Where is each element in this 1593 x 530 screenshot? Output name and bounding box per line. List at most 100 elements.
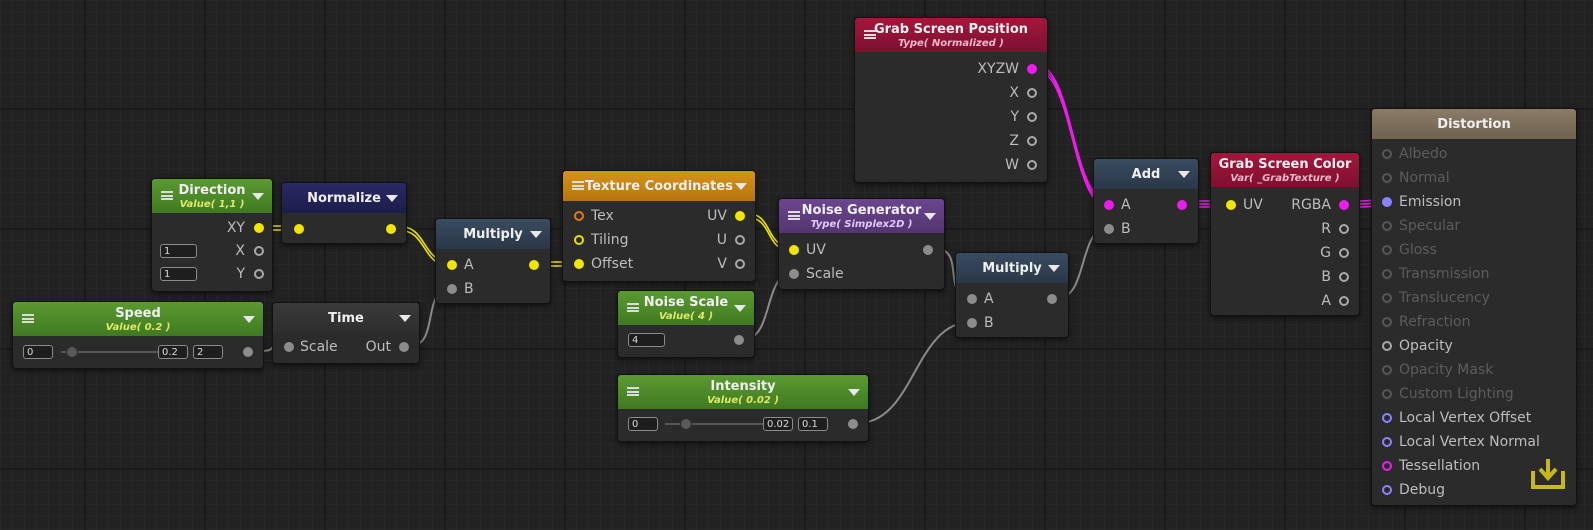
dropdown-icon[interactable] bbox=[848, 389, 860, 396]
input-port-b[interactable] bbox=[967, 318, 977, 328]
output-port[interactable] bbox=[386, 224, 396, 234]
intensity-slider-track[interactable] bbox=[665, 423, 765, 425]
time-header[interactable]: Time bbox=[273, 303, 419, 333]
input-port-offset[interactable] bbox=[574, 259, 584, 269]
add-header[interactable]: Add bbox=[1094, 159, 1198, 189]
output-port[interactable] bbox=[848, 419, 858, 429]
input-port-transmission[interactable] bbox=[1382, 269, 1392, 279]
output-port-x[interactable] bbox=[1027, 88, 1037, 98]
output-port-uv[interactable] bbox=[735, 211, 745, 221]
output-port[interactable] bbox=[243, 347, 253, 357]
noise-generator-node[interactable]: Noise Generator Type( Simplex2D ) UV Sca… bbox=[778, 198, 945, 290]
time-node[interactable]: Time Scale Out bbox=[272, 302, 420, 364]
input-port-local-vertex-normal[interactable] bbox=[1382, 437, 1392, 447]
direction-header[interactable]: Direction Value( 1,1 ) bbox=[152, 179, 272, 213]
menu-icon[interactable] bbox=[161, 191, 173, 200]
input-port-tex[interactable] bbox=[574, 211, 584, 221]
input-port-albedo[interactable] bbox=[1382, 149, 1392, 159]
output-port-z[interactable] bbox=[1027, 136, 1037, 146]
output-port-x[interactable] bbox=[254, 246, 264, 256]
intensity-slider-knob[interactable] bbox=[680, 418, 692, 430]
dropdown-icon[interactable] bbox=[734, 305, 746, 312]
direction-node[interactable]: Direction Value( 1,1 ) XY 1 X 1 Y bbox=[151, 178, 273, 292]
dropdown-icon[interactable] bbox=[924, 213, 936, 220]
multiply-header[interactable]: Multiply bbox=[956, 253, 1068, 283]
output-port-xy[interactable] bbox=[254, 223, 264, 233]
output-port-a[interactable] bbox=[1339, 296, 1349, 306]
slider-min-field[interactable]: 0 bbox=[628, 417, 658, 431]
output-port[interactable] bbox=[1177, 200, 1187, 210]
output-port-b[interactable] bbox=[1339, 272, 1349, 282]
intensity-node[interactable]: Intensity Value( 0.02 ) 0 0.02 0.1 bbox=[617, 374, 869, 442]
speed-slider-knob[interactable] bbox=[66, 346, 78, 358]
input-port-uv[interactable] bbox=[789, 245, 799, 255]
normalize-header[interactable]: Normalize bbox=[282, 183, 406, 213]
noise-generator-header[interactable]: Noise Generator Type( Simplex2D ) bbox=[779, 199, 944, 233]
multiply-node-2[interactable]: Multiply A B bbox=[955, 252, 1069, 338]
menu-icon[interactable] bbox=[22, 314, 34, 323]
normalize-node[interactable]: Normalize bbox=[281, 182, 407, 244]
texture-coordinates-node[interactable]: Texture Coordinates Tex UV Tiling U Offs… bbox=[562, 170, 756, 282]
input-port-uv[interactable] bbox=[1226, 200, 1236, 210]
input-port-gloss[interactable] bbox=[1382, 245, 1392, 255]
y-value-field[interactable]: 1 bbox=[160, 267, 197, 281]
dropdown-icon[interactable] bbox=[530, 231, 542, 238]
dropdown-icon[interactable] bbox=[399, 315, 411, 322]
input-port-local-vertex-offset[interactable] bbox=[1382, 413, 1392, 423]
slider-value-field[interactable]: 0.02 bbox=[763, 417, 793, 431]
dropdown-icon[interactable] bbox=[1178, 171, 1190, 178]
input-port-specular[interactable] bbox=[1382, 221, 1392, 231]
input-port-normal[interactable] bbox=[1382, 173, 1392, 183]
input-port-a[interactable] bbox=[1104, 200, 1114, 210]
input-port-scale[interactable] bbox=[789, 269, 799, 279]
input-port-emission[interactable] bbox=[1382, 197, 1392, 207]
output-port[interactable] bbox=[529, 260, 539, 270]
output-port-w[interactable] bbox=[1027, 160, 1037, 170]
grab-screen-color-node[interactable]: Grab Screen Color Var( _GrabTexture ) UV… bbox=[1210, 152, 1360, 316]
output-port[interactable] bbox=[734, 335, 744, 345]
menu-icon[interactable] bbox=[627, 387, 639, 396]
input-port-b[interactable] bbox=[447, 284, 457, 294]
dropdown-icon[interactable] bbox=[386, 195, 398, 202]
output-port-u[interactable] bbox=[735, 235, 745, 245]
input-port-tessellation[interactable] bbox=[1382, 461, 1392, 471]
dropdown-icon[interactable] bbox=[735, 183, 747, 190]
grab-screen-color-header[interactable]: Grab Screen Color Var( _GrabTexture ) bbox=[1211, 153, 1359, 187]
x-value-field[interactable]: 1 bbox=[160, 244, 197, 258]
input-port-opacity[interactable] bbox=[1382, 341, 1392, 351]
output-port[interactable] bbox=[923, 245, 933, 255]
input-port-a[interactable] bbox=[967, 294, 977, 304]
menu-icon[interactable] bbox=[572, 181, 584, 190]
dropdown-icon[interactable] bbox=[243, 316, 255, 323]
multiply-node-1[interactable]: Multiply A B bbox=[435, 218, 551, 304]
distortion-header[interactable]: Distortion bbox=[1372, 109, 1576, 139]
dropdown-icon[interactable] bbox=[1048, 265, 1060, 272]
input-port-custom-lighting[interactable] bbox=[1382, 389, 1392, 399]
slider-max-field[interactable]: 0.1 bbox=[798, 417, 828, 431]
intensity-header[interactable]: Intensity Value( 0.02 ) bbox=[618, 375, 868, 409]
noise-scale-header[interactable]: Noise Scale Value( 4 ) bbox=[618, 291, 754, 325]
multiply-header[interactable]: Multiply bbox=[436, 219, 550, 249]
output-port-out[interactable] bbox=[399, 342, 409, 352]
input-port-scale[interactable] bbox=[284, 342, 294, 352]
menu-icon[interactable] bbox=[864, 30, 876, 39]
input-port[interactable] bbox=[294, 224, 304, 234]
speed-header[interactable]: Speed Value( 0.2 ) bbox=[13, 302, 263, 336]
add-node[interactable]: Add A B bbox=[1093, 158, 1199, 244]
output-port-y[interactable] bbox=[254, 269, 264, 279]
output-port-xyzw[interactable] bbox=[1027, 64, 1037, 74]
noise-scale-node[interactable]: Noise Scale Value( 4 ) 4 bbox=[617, 290, 755, 358]
slider-value-field[interactable]: 0.2 bbox=[158, 345, 188, 359]
menu-icon[interactable] bbox=[627, 303, 639, 312]
menu-icon[interactable] bbox=[788, 211, 800, 220]
input-port-debug[interactable] bbox=[1382, 485, 1392, 495]
download-tray-icon[interactable] bbox=[1530, 457, 1566, 491]
output-port[interactable] bbox=[1047, 294, 1057, 304]
speed-node[interactable]: Speed Value( 0.2 ) 0 0.2 2 bbox=[12, 301, 264, 369]
value-field[interactable]: 4 bbox=[628, 333, 665, 347]
output-port-v[interactable] bbox=[735, 259, 745, 269]
grab-screen-position-header[interactable]: Grab Screen Position Type( Normalized ) bbox=[855, 18, 1047, 52]
output-port-r[interactable] bbox=[1339, 224, 1349, 234]
output-port-g[interactable] bbox=[1339, 248, 1349, 258]
